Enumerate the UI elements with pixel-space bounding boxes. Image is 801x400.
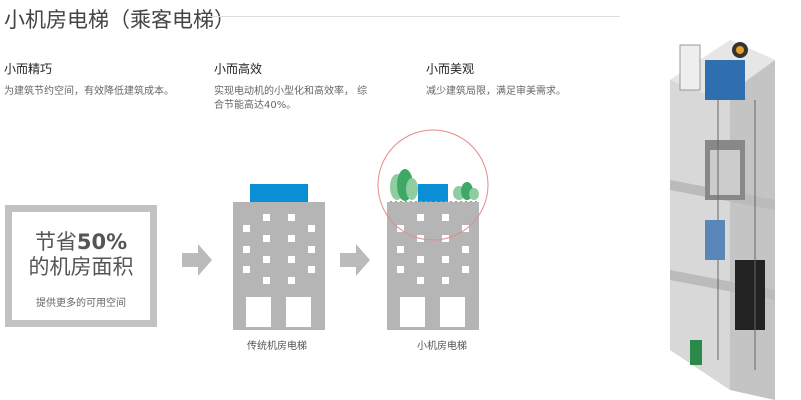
window [243, 246, 250, 253]
page-title: 小机房电梯（乘客电梯） [4, 8, 235, 32]
window [397, 246, 404, 253]
window [417, 277, 424, 284]
traditional-building [233, 202, 325, 330]
small-room-building [387, 202, 479, 330]
machine-room-roof-small [418, 184, 448, 202]
window [462, 225, 469, 232]
window [243, 266, 250, 273]
window [288, 256, 295, 263]
window [263, 235, 270, 242]
window [462, 266, 469, 273]
feature-title-3: 小而美观 [426, 62, 475, 76]
feature-desc-1: 为建筑节约空间，有效降低建筑成本。 [4, 86, 174, 97]
window [308, 266, 315, 273]
small-room-caption: 小机房电梯 [417, 341, 467, 352]
feature-desc-2: 实现电动机的小型化和高效率， 综合节能高达40%。 [214, 86, 368, 111]
window [462, 246, 469, 253]
window [397, 266, 404, 273]
window [263, 214, 270, 221]
feature-desc-3: 减少建筑局限，满足审美需求。 [426, 86, 566, 97]
feature-title-2: 小而高效 [214, 62, 263, 76]
door [400, 297, 425, 327]
window [417, 256, 424, 263]
savings-headline: 节省50%的机房面积 [12, 230, 150, 280]
savings-value: 50% [76, 230, 128, 254]
window [397, 225, 404, 232]
savings-subtext: 提供更多的可用空间 [36, 298, 126, 309]
window [442, 256, 449, 263]
window [263, 277, 270, 284]
door [440, 297, 465, 327]
window [442, 277, 449, 284]
window [288, 277, 295, 284]
window [417, 214, 424, 221]
elevator-shaft-illustration [670, 40, 775, 400]
window [442, 214, 449, 221]
highlight-circle [377, 129, 489, 241]
window [308, 246, 315, 253]
window [288, 214, 295, 221]
title-divider [207, 16, 620, 17]
savings-prefix: 节省 [34, 230, 77, 254]
arrow-right-icon [340, 244, 370, 276]
savings-box: 节省50%的机房面积 提供更多的可用空间 [5, 205, 157, 327]
door [246, 297, 271, 327]
arrow-right-icon [182, 244, 212, 276]
window [243, 225, 250, 232]
window [308, 225, 315, 232]
traditional-caption: 传统机房电梯 [247, 341, 307, 352]
window [263, 256, 270, 263]
window [288, 235, 295, 242]
door [286, 297, 311, 327]
savings-line2: 的机房面积 [28, 255, 134, 279]
machine-room-roof [250, 184, 308, 202]
feature-title-1: 小而精巧 [4, 62, 53, 76]
